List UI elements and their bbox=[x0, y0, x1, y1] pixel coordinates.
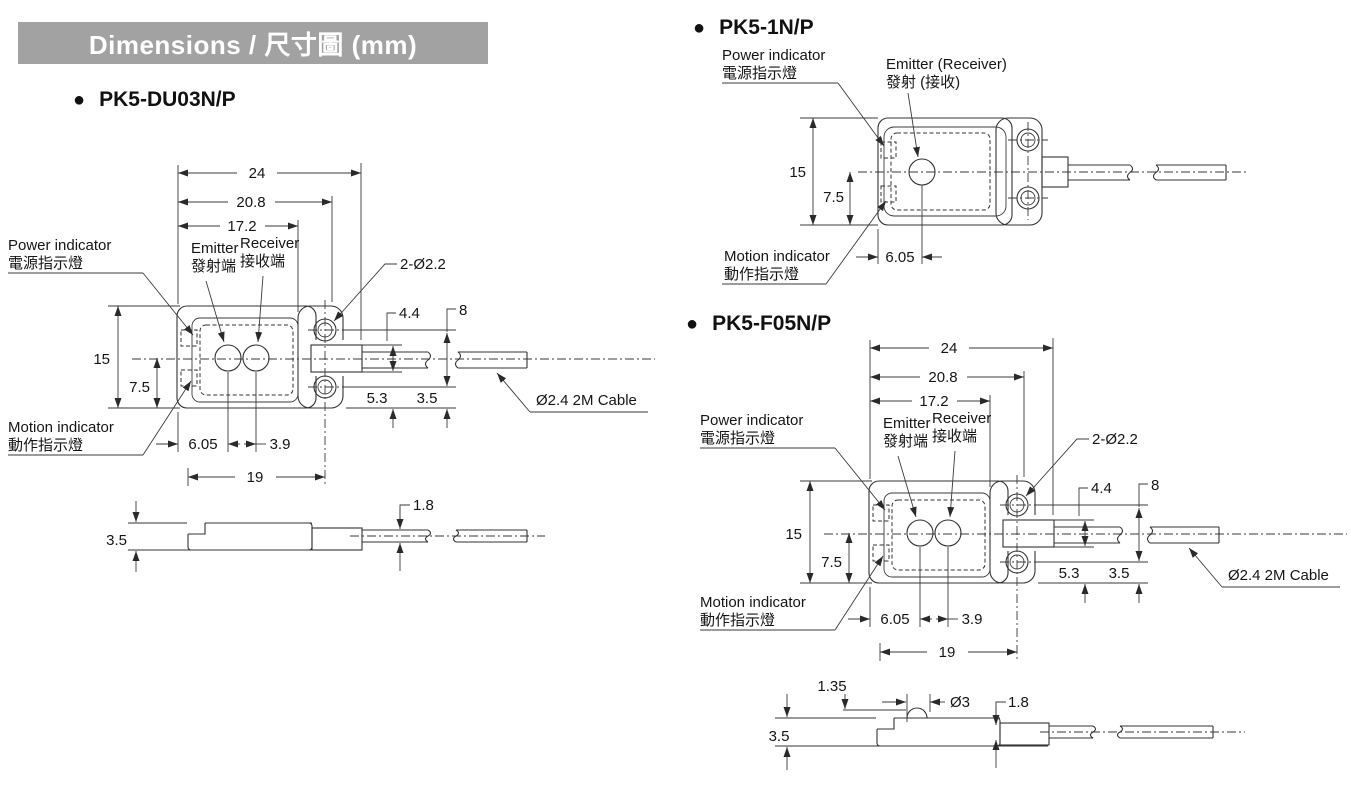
pk51-power-indicator-label: Power indicator bbox=[722, 47, 825, 64]
f05-receiver-label-zh: 接收端 bbox=[932, 428, 977, 445]
f05-dim-3-9: 3.9 bbox=[962, 611, 983, 628]
du03-dim-4-4: 4.4 bbox=[399, 305, 420, 322]
du03-power-indicator-label: Power indicator bbox=[8, 237, 111, 254]
heading-f05: ● PK5-F05N/P bbox=[686, 312, 831, 336]
du03-receiver-label-zh: 接收端 bbox=[240, 253, 285, 270]
f05-side-view: 1.35 Ø3 3.5 1.8 bbox=[769, 678, 1245, 770]
pk51-callout-labels: Power indicator 電源指示燈 Emitter (Receiver)… bbox=[722, 47, 1007, 285]
f05-dim-15: 15 bbox=[785, 526, 802, 543]
f05-dim-4-4: 4.4 bbox=[1091, 480, 1112, 497]
pk51-dim-6-05: 6.05 bbox=[885, 249, 914, 266]
f05-dimensions: 24 20.8 17.2 15 7.5 6.05 3.9 19 bbox=[785, 338, 1159, 661]
f05-power-indicator-label: Power indicator bbox=[700, 412, 803, 429]
du03-receiver-label: Receiver bbox=[240, 235, 299, 252]
f05-dim-17-2: 17.2 bbox=[919, 393, 948, 410]
f05-side-dim-1-8: 1.8 bbox=[1008, 694, 1029, 711]
du03-callout-labels: Power indicator 電源指示燈 Motion indicator 動… bbox=[8, 235, 648, 456]
pk51-front-view: 15 7.5 6.05 Power indicator 電源指示燈 Emitte… bbox=[722, 47, 1248, 285]
du03-cable bbox=[362, 351, 528, 369]
f05-emitter-label-zh: 發射端 bbox=[883, 433, 928, 450]
du03-power-indicator-label-zh: 電源指示燈 bbox=[8, 255, 83, 272]
du03-cable-label: Ø2.4 2M Cable bbox=[536, 392, 637, 409]
section-title-banner: Dimensions / 尺寸圖 (mm) bbox=[18, 22, 488, 64]
du03-dim-5-3: 5.3 bbox=[367, 390, 388, 407]
bullet-icon: ● bbox=[693, 17, 706, 39]
heading-pk51: ● PK5-1N/P bbox=[693, 16, 814, 40]
f05-dim-24: 24 bbox=[941, 340, 958, 357]
du03-motion-indicator-label: Motion indicator bbox=[8, 419, 114, 436]
du03-dim-8: 8 bbox=[459, 302, 467, 319]
pk51-motion-indicator-label: Motion indicator bbox=[724, 248, 830, 265]
f05-dim-3-5: 3.5 bbox=[1109, 565, 1130, 582]
pk51-emitter-receiver-label: Emitter (Receiver) bbox=[886, 56, 1007, 73]
f05-holes-label: 2-Ø2.2 bbox=[1092, 431, 1138, 448]
f05-dim-7-5: 7.5 bbox=[821, 554, 842, 571]
pk51-dimensions: 15 7.5 6.05 bbox=[789, 117, 942, 266]
du03-front-view: 24 20.8 17.2 15 7.5 6.05 3.9 19 bbox=[8, 163, 655, 486]
f05-dim-8: 8 bbox=[1151, 477, 1159, 494]
pk51-dim-7-5: 7.5 bbox=[823, 189, 844, 206]
du03-dim-3-5: 3.5 bbox=[417, 390, 438, 407]
f05-side-dim-1-35: 1.35 bbox=[817, 678, 846, 695]
du03-side-view: 3.5 1.8 bbox=[106, 497, 545, 572]
du03-dim-7-5: 7.5 bbox=[129, 379, 150, 396]
f05-side-dim-3-5: 3.5 bbox=[769, 728, 790, 745]
du03-side-dim-3-5: 3.5 bbox=[106, 532, 127, 549]
du03-dim-15: 15 bbox=[93, 351, 110, 368]
f05-receiver-label: Receiver bbox=[932, 410, 991, 427]
du03-holes-label: 2-Ø2.2 bbox=[400, 256, 446, 273]
pk51-emitter-receiver-label-zh: 發射 (接收) bbox=[886, 74, 960, 91]
pk51-cable bbox=[1068, 164, 1227, 181]
f05-side-dim-o3: Ø3 bbox=[950, 694, 970, 711]
f05-dim-5-3: 5.3 bbox=[1059, 565, 1080, 582]
pk51-motion-indicator-label-zh: 動作指示燈 bbox=[724, 266, 799, 283]
f05-cable-label: Ø2.4 2M Cable bbox=[1228, 567, 1329, 584]
heading-f05-text: PK5-F05N/P bbox=[712, 312, 832, 335]
f05-callout-labels: Power indicator 電源指示燈 Motion indicator 動… bbox=[700, 410, 1340, 631]
du03-dim-6-05: 6.05 bbox=[188, 436, 217, 453]
f05-motion-indicator-label: Motion indicator bbox=[700, 594, 806, 611]
du03-dim-19: 19 bbox=[247, 469, 264, 486]
f05-cable bbox=[1054, 526, 1220, 544]
bullet-icon: ● bbox=[686, 313, 699, 335]
bullet-icon: ● bbox=[73, 89, 86, 111]
f05-motion-indicator-label-zh: 動作指示燈 bbox=[700, 612, 775, 629]
f05-dim-6-05: 6.05 bbox=[880, 611, 909, 628]
f05-emitter-label: Emitter bbox=[883, 415, 931, 432]
du03-dim-20-8: 20.8 bbox=[236, 194, 265, 211]
heading-pk51-text: PK5-1N/P bbox=[719, 16, 814, 39]
pk51-sensor-body bbox=[858, 117, 1248, 226]
pk51-power-indicator-label-zh: 電源指示燈 bbox=[722, 65, 797, 82]
heading-du03: ● PK5-DU03N/P bbox=[73, 88, 236, 112]
du03-emitter-label-zh: 發射端 bbox=[191, 258, 236, 275]
du03-dim-24: 24 bbox=[249, 165, 266, 182]
f05-front-view: 24 20.8 17.2 15 7.5 6.05 3.9 19 bbox=[700, 338, 1347, 661]
section-title: Dimensions / 尺寸圖 (mm) bbox=[88, 29, 418, 60]
pk51-dim-15: 15 bbox=[789, 164, 806, 181]
du03-emitter-label: Emitter bbox=[191, 240, 239, 257]
f05-dim-19: 19 bbox=[939, 644, 956, 661]
du03-dim-17-2: 17.2 bbox=[227, 218, 256, 235]
du03-side-dim-1-8: 1.8 bbox=[413, 497, 434, 514]
du03-dim-3-9: 3.9 bbox=[270, 436, 291, 453]
du03-motion-indicator-label-zh: 動作指示燈 bbox=[8, 437, 83, 454]
f05-dim-20-8: 20.8 bbox=[928, 369, 957, 386]
du03-dimensions: 24 20.8 17.2 15 7.5 6.05 3.9 19 bbox=[93, 163, 467, 486]
f05-power-indicator-label-zh: 電源指示燈 bbox=[700, 430, 775, 447]
heading-du03-text: PK5-DU03N/P bbox=[99, 88, 236, 111]
